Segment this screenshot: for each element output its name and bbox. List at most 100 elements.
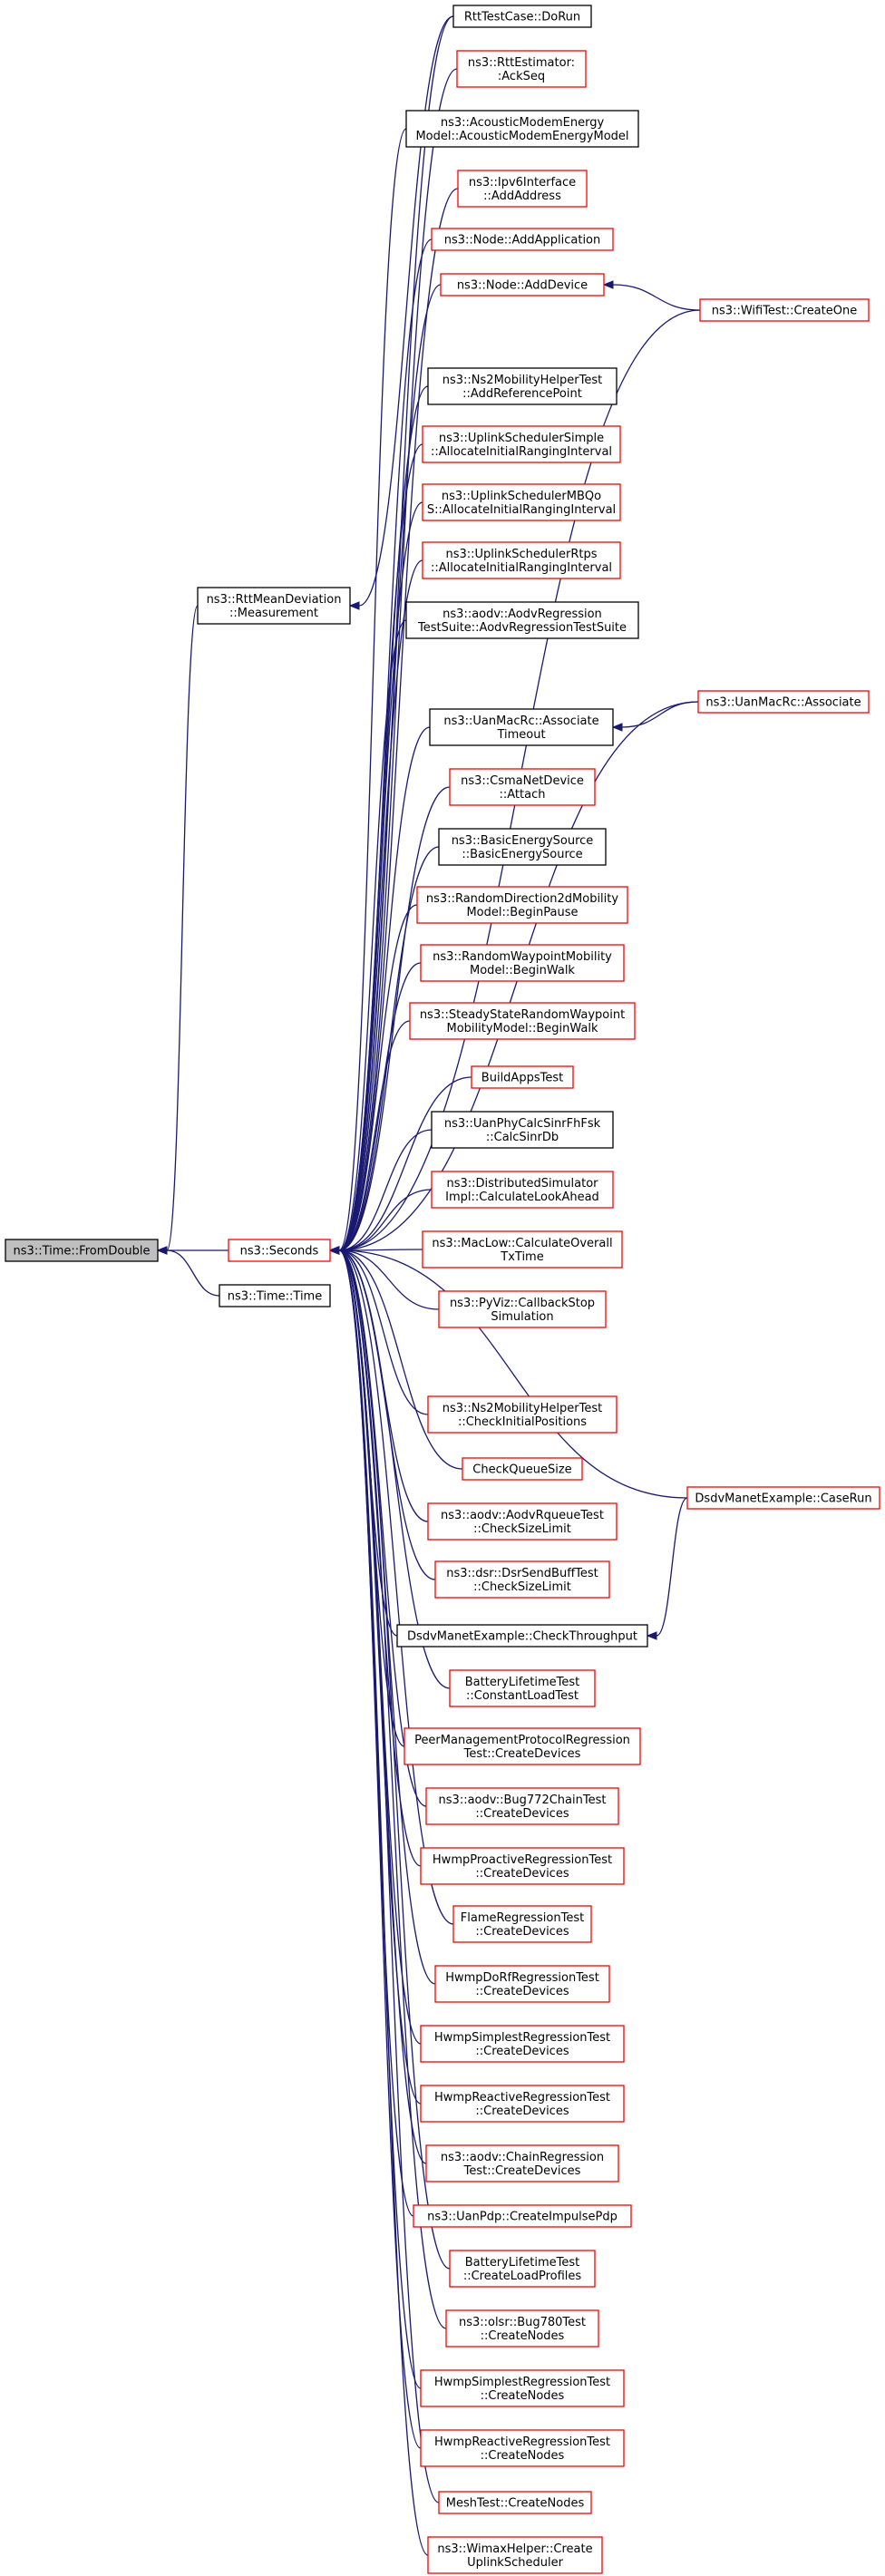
- node-box: [404, 1727, 641, 1765]
- node-label: HwmpSimplestRegressionTest: [434, 2031, 610, 2045]
- graph-node-flame[interactable]: FlameRegressionTest::CreateDevices: [452, 1905, 592, 1943]
- node-box: [427, 1502, 618, 1541]
- graph-node-basicenergy[interactable]: ns3::BasicEnergySource::BasicEnergySourc…: [438, 828, 607, 866]
- graph-node-ulmbqos[interactable]: ns3::UplinkSchedulerMBQoS::AllocateIniti…: [422, 483, 621, 521]
- node-label: ns3::UanMacRc::Associate: [443, 714, 598, 728]
- node-box: [420, 2369, 625, 2407]
- node-box: [422, 541, 621, 579]
- graph-node-hwmpproactive[interactable]: HwmpProactiveRegressionTest::CreateDevic…: [420, 1847, 625, 1885]
- node-label: ns3::RandomWaypointMobility: [433, 950, 612, 964]
- graph-node-uanassoc[interactable]: ns3::UanMacRc::Associate: [697, 690, 870, 714]
- graph-node-wifitest[interactable]: ns3::WifiTest::CreateOne: [699, 298, 870, 322]
- node-box: [422, 425, 621, 463]
- node-box: [686, 1486, 880, 1510]
- node-box: [409, 1002, 636, 1040]
- node-label: CheckQueueSize: [472, 1463, 571, 1477]
- node-box: [429, 708, 614, 746]
- graph-node-aodvrqueue[interactable]: ns3::aodv::AodvRqueueTest::CheckSizeLimi…: [427, 1502, 618, 1541]
- node-box: [438, 2491, 592, 2514]
- node-box: [427, 1395, 618, 1434]
- graph-node-csmaattach[interactable]: ns3::CsmaNetDevice::Attach: [449, 768, 596, 806]
- call-edge-ssrwp-to-seconds: [338, 1020, 411, 1251]
- node-label: ns3::RandomDirection2dMobility: [426, 892, 618, 906]
- graph-node-timetime[interactable]: ns3::Time::Time: [219, 1284, 331, 1307]
- node-box: [197, 587, 351, 625]
- call-edge-pyviz-to-seconds: [338, 1249, 440, 1310]
- node-box: [420, 2025, 625, 2063]
- graph-node-olsrbug780[interactable]: ns3::olsr::Bug780Test::CreateNodes: [445, 2309, 599, 2348]
- node-box: [431, 1111, 614, 1149]
- node-label: ns3::WifiTest::CreateOne: [712, 305, 857, 318]
- graph-node-distsim[interactable]: ns3::DistributedSimulatorImpl::Calculate…: [431, 1171, 614, 1209]
- graph-node-aodvbug772[interactable]: ns3::aodv::Bug772ChainTest::CreateDevice…: [425, 1787, 619, 1825]
- graph-node-uanphy[interactable]: ns3::UanPhyCalcSinrFhFsk::CalcSinrDb: [431, 1111, 614, 1149]
- node-box: [449, 2250, 596, 2288]
- graph-node-rd2d[interactable]: ns3::RandomDirection2dMobilityModel::Beg…: [416, 886, 628, 924]
- graph-node-rwp[interactable]: ns3::RandomWaypointMobilityModel::BeginW…: [420, 944, 625, 982]
- graph-node-ns2ref[interactable]: ns3::Ns2MobilityHelperTest::AddReference…: [427, 367, 618, 405]
- graph-node-hwmpsimplestnodes[interactable]: HwmpSimplestRegressionTest::CreateNodes: [420, 2369, 625, 2407]
- graph-node-batteryload[interactable]: BatteryLifetimeTest::CreateLoadProfiles: [449, 2250, 596, 2288]
- graph-node-ackseq[interactable]: ns3::RttEstimator::AckSeq: [456, 50, 587, 88]
- node-label: ns3::Ns2MobilityHelperTest: [442, 1402, 602, 1415]
- node-label: ::AddAddress: [483, 190, 561, 203]
- node-label: ns3::RttMeanDeviation: [207, 593, 342, 607]
- graph-node-aodvsuite[interactable]: ns3::aodv::AodvRegressionTestSuite::Aodv…: [405, 601, 639, 639]
- graph-node-aodvchain[interactable]: ns3::aodv::ChainRegressionTest::CreateDe…: [425, 2144, 619, 2182]
- node-label: BuildAppsTest: [481, 1072, 563, 1085]
- call-edge-dsdvcaserun-to-seconds: [338, 1249, 688, 1499]
- graph-node-peermgmt[interactable]: PeerManagementProtocolRegressionTest::Cr…: [404, 1727, 641, 1765]
- call-edge-uanassoc-to-uanassoctimeout: [621, 701, 699, 728]
- node-label: ns3::UanPhyCalcSinrFhFsk: [444, 1117, 601, 1131]
- graph-node-ipv6[interactable]: ns3::Ipv6Interface::AddAddress: [457, 170, 588, 208]
- call-edge-rttmd-to-root: [166, 605, 199, 1251]
- node-label: ::AllocateInitialRangingInterval: [431, 445, 612, 459]
- graph-node-ulrtps[interactable]: ns3::UplinkSchedulerRtps::AllocateInitia…: [422, 541, 621, 579]
- graph-node-checkqueue[interactable]: CheckQueueSize: [462, 1457, 583, 1481]
- call-edge-dsdvcaserun-to-dsdvthroughput: [656, 1497, 688, 1637]
- node-label: ::CreateDevices: [475, 2105, 569, 2118]
- node-box: [427, 2536, 603, 2574]
- node-label: ns3::olsr::Bug780Test: [459, 2316, 586, 2329]
- graph-node-acmodem[interactable]: ns3::AcousticModemEnergyModel::AcousticM…: [405, 110, 639, 148]
- graph-node-dsdvcaserun[interactable]: DsdvManetExample::CaseRun: [686, 1486, 880, 1510]
- call-edge-buildapps-to-seconds: [338, 1076, 472, 1251]
- node-label: ns3::Node::AddDevice: [457, 279, 588, 293]
- graph-node-uanpdp[interactable]: ns3::UanPdp::CreateImpulsePdp: [413, 2204, 632, 2228]
- graph-node-hwmpdorf[interactable]: HwmpDoRfRegressionTest::CreateDevices: [434, 1965, 610, 2003]
- graph-node-ssrwp[interactable]: ns3::SteadyStateRandomWaypointMobilityMo…: [409, 1002, 636, 1040]
- node-label: ::AllocateInitialRangingInterval: [431, 561, 612, 575]
- node-label: ns3::Ns2MobilityHelperTest: [442, 374, 602, 387]
- graph-node-dorun[interactable]: RttTestCase::DoRun: [452, 5, 592, 28]
- graph-node-ns2check[interactable]: ns3::Ns2MobilityHelperTest::CheckInitial…: [427, 1395, 618, 1434]
- graph-node-batteryconst[interactable]: BatteryLifetimeTest::ConstantLoadTest: [449, 1669, 596, 1707]
- graph-node-meshtest[interactable]: MeshTest::CreateNodes: [438, 2491, 592, 2514]
- node-box: [438, 828, 607, 866]
- graph-node-seconds[interactable]: ns3::Seconds: [228, 1239, 331, 1262]
- node-box: [462, 1457, 583, 1481]
- node-label: ::AddReferencePoint: [462, 387, 582, 401]
- node-label: BatteryLifetimeTest: [465, 2256, 580, 2270]
- graph-node-rttmd[interactable]: ns3::RttMeanDeviation::Measurement: [197, 587, 351, 625]
- graph-node-hwmpreactivenodes[interactable]: HwmpReactiveRegressionTest::CreateNodes: [420, 2429, 625, 2467]
- graph-node-dsdvthroughput[interactable]: DsdvManetExample::CheckThroughput: [396, 1624, 648, 1648]
- graph-node-dsrsend[interactable]: ns3::dsr::DsrSendBuffTest::CheckSizeLimi…: [434, 1560, 610, 1599]
- node-box: [427, 367, 618, 405]
- node-label: UplinkScheduler: [467, 2556, 563, 2570]
- graph-node-ulsimple[interactable]: ns3::UplinkSchedulerSimple::AllocateInit…: [422, 425, 621, 463]
- graph-node-hwmpreactive[interactable]: HwmpReactiveRegressionTest::CreateDevice…: [420, 2085, 625, 2123]
- node-box: [420, 944, 625, 982]
- node-label: ns3::RttEstimator:: [468, 56, 575, 70]
- graph-node-buildapps[interactable]: BuildAppsTest: [471, 1065, 574, 1089]
- graph-node-addapp[interactable]: ns3::Node::AddApplication: [431, 228, 614, 251]
- node-box: [440, 273, 605, 296]
- node-box: [228, 1239, 331, 1262]
- call-edge-olsrbug780-to-seconds: [338, 1249, 447, 2329]
- graph-node-adddev[interactable]: ns3::Node::AddDevice: [440, 273, 605, 296]
- arrowhead-wifitest-to-adddev: [602, 280, 614, 289]
- graph-node-hwmpsimplest[interactable]: HwmpSimplestRegressionTest::CreateDevice…: [420, 2025, 625, 2063]
